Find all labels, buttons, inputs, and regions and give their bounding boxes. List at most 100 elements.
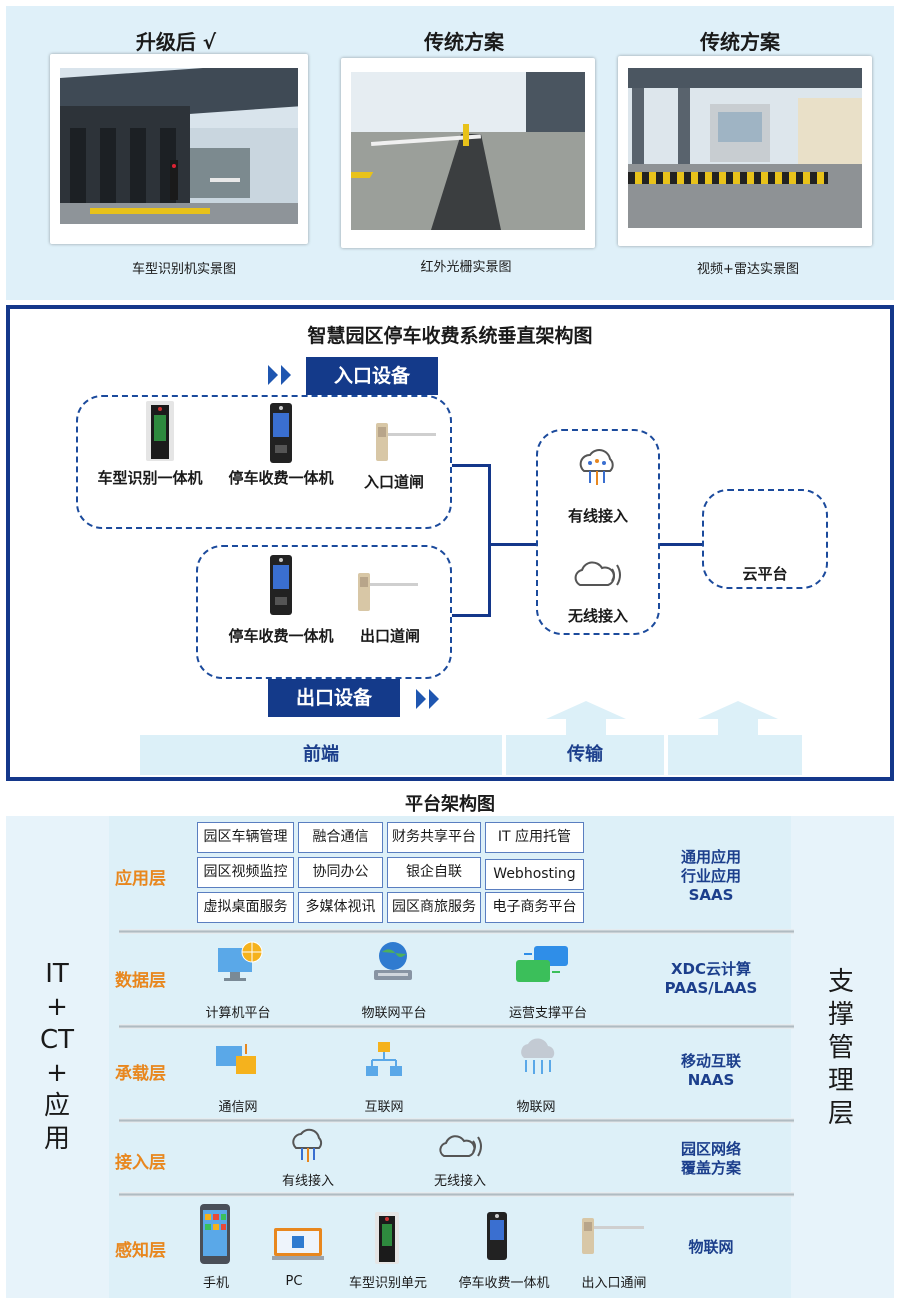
app-layer-label: 应用层: [115, 869, 166, 889]
wireless-access-label: 无线接入: [567, 607, 628, 625]
right-line: NAAS: [687, 1071, 735, 1089]
computer-platform-label: 计算机平台: [205, 1006, 271, 1021]
it-ct-app-label: IT + CT + 应 用: [32, 958, 82, 1156]
photo-comparison-panel: 升级后 √ 传统方案 传统方案 车型识别机实景图: [6, 6, 894, 300]
layer-separator: [119, 1024, 794, 1029]
parking-architecture-diagram: 智慧园区停车收费系统垂直架构图 入口设备 车型识别一体机 停车收费一体机 入口道…: [6, 305, 894, 781]
entry-barrier-label: 入口道闸: [363, 473, 424, 491]
connector-line: [488, 464, 491, 617]
app-cell: 协同办公: [298, 857, 383, 888]
right-line: 行业应用: [680, 867, 741, 885]
right-line: 园区网络: [680, 1140, 741, 1158]
bearer-layer-right-text: 移动互联 NAAS: [646, 1052, 776, 1090]
model-recognition-device-icon: [146, 401, 174, 461]
app-cell: 电子商务平台: [485, 892, 584, 923]
data-layer-right-text: XDC云计算 PAAS/LAAS: [646, 960, 776, 998]
cloud-band: [668, 735, 802, 775]
iot-network-icon: [521, 1038, 555, 1074]
wireless-access-icon: [574, 561, 621, 586]
connector-line: [488, 543, 536, 546]
side-char: 应: [43, 1091, 70, 1121]
mobile-phone-icon: [200, 1204, 230, 1264]
sensing-layer-label: 感知层: [115, 1241, 166, 1261]
side-char: +: [46, 992, 68, 1022]
photo-model-recognition-gate: [60, 68, 298, 224]
side-char: 撑: [827, 1000, 854, 1030]
right-side-column: [791, 816, 894, 1298]
side-char: 支: [827, 967, 854, 997]
wireless-access-label: 无线接入: [433, 1174, 486, 1189]
photo-caption-model-recognition: 车型识别机实景图: [131, 262, 236, 277]
pc-label: PC: [285, 1274, 303, 1289]
bearer-layer-label: 承载层: [115, 1064, 166, 1084]
right-line: 通用应用: [680, 848, 741, 866]
cloud-platform-group: [702, 489, 828, 589]
app-cell: 多媒体视讯: [298, 892, 383, 923]
entry-devices-banner: 入口设备: [306, 357, 438, 395]
photo-video-radar-booth: [628, 68, 862, 228]
internet-label: 互联网: [364, 1100, 404, 1115]
iot-platform-icon: [374, 942, 412, 980]
access-layer-label: 接入层: [115, 1153, 166, 1173]
app-cell: 园区车辆管理: [197, 822, 294, 853]
exit-barrier-label: 出口道闸: [359, 627, 420, 645]
wired-access-label: 有线接入: [281, 1174, 334, 1189]
entry-exit-gate-label: 出入口通闸: [581, 1276, 647, 1291]
app-cell: IT 应用托管: [485, 822, 584, 853]
photo-caption-video-radar: 视频+雷达实景图: [697, 262, 799, 277]
operation-support-label: 运营支撑平台: [508, 1006, 587, 1021]
double-chevron-icon: [268, 365, 296, 389]
photo-heading-upgraded: 升级后 √: [135, 30, 217, 54]
right-line: XDC云计算: [670, 960, 752, 978]
model-recognition-device-label: 车型识别一体机: [97, 469, 203, 487]
photo-frame-model-recognition: [50, 54, 308, 244]
telecom-network-label: 通信网: [218, 1100, 258, 1115]
photo-infrared-barrier: [351, 72, 585, 230]
exit-devices-group: [196, 545, 452, 679]
app-cell: 虚拟桌面服务: [197, 892, 294, 923]
app-cell: Webhosting: [485, 859, 584, 890]
computer-platform-icon: [218, 941, 263, 981]
exit-barrier-gate-icon: [358, 573, 418, 611]
operation-support-platform-icon: [516, 946, 568, 982]
side-char: 层: [827, 1099, 854, 1129]
parking-payment-device-icon: [270, 403, 292, 463]
architecture-title: 智慧园区停车收费系统垂直架构图: [307, 325, 593, 347]
support-management-label: 支 撑 管 理 层: [816, 966, 866, 1131]
left-side-column: [6, 816, 109, 1298]
connector-line: [452, 614, 490, 617]
wired-access-icon: [579, 449, 614, 485]
exit-payment-device-label: 停车收费一体机: [228, 627, 334, 645]
app-cell: 园区视频监控: [197, 857, 294, 888]
side-char: +: [46, 1058, 68, 1088]
right-line: 移动互联: [680, 1052, 741, 1070]
iot-network-label: 物联网: [516, 1100, 556, 1115]
iot-platform-label: 物联网平台: [361, 1006, 427, 1021]
app-cell: 融合通信: [298, 822, 383, 853]
parking-payment-unit-icon: [487, 1212, 507, 1260]
exit-devices-banner: 出口设备: [268, 679, 400, 717]
pc-icon: [272, 1228, 324, 1260]
side-char: CT: [39, 1025, 75, 1055]
photo-heading-traditional-1: 传统方案: [424, 30, 504, 54]
parking-payment-device-label: 停车收费一体机: [228, 469, 334, 487]
app-cell: 财务共享平台: [387, 822, 481, 853]
access-group: [536, 429, 660, 635]
model-recognition-unit-label: 车型识别单元: [348, 1276, 427, 1291]
sensing-layer-right-text: 物联网: [646, 1238, 776, 1257]
internet-icon: [366, 1042, 402, 1076]
wired-access-label: 有线接入: [567, 507, 628, 525]
app-layer-right-text: 通用应用 行业应用 SAAS: [646, 848, 776, 905]
entry-exit-gate-icon: [582, 1218, 644, 1254]
frontend-band: 前端: [140, 735, 502, 775]
up-arrow-icon: [698, 701, 778, 737]
app-cell: 园区商旅服务: [387, 892, 481, 923]
right-line: 覆盖方案: [680, 1159, 741, 1177]
side-char: 管: [827, 1033, 854, 1063]
exit-payment-device-icon: [270, 555, 292, 615]
photo-frame-video-radar: [618, 56, 872, 246]
up-arrow-icon: [546, 701, 626, 737]
layer-separator: [119, 1192, 794, 1197]
mobile-phone-label: 手机: [202, 1276, 229, 1291]
app-cell: 银企自联: [387, 857, 481, 888]
